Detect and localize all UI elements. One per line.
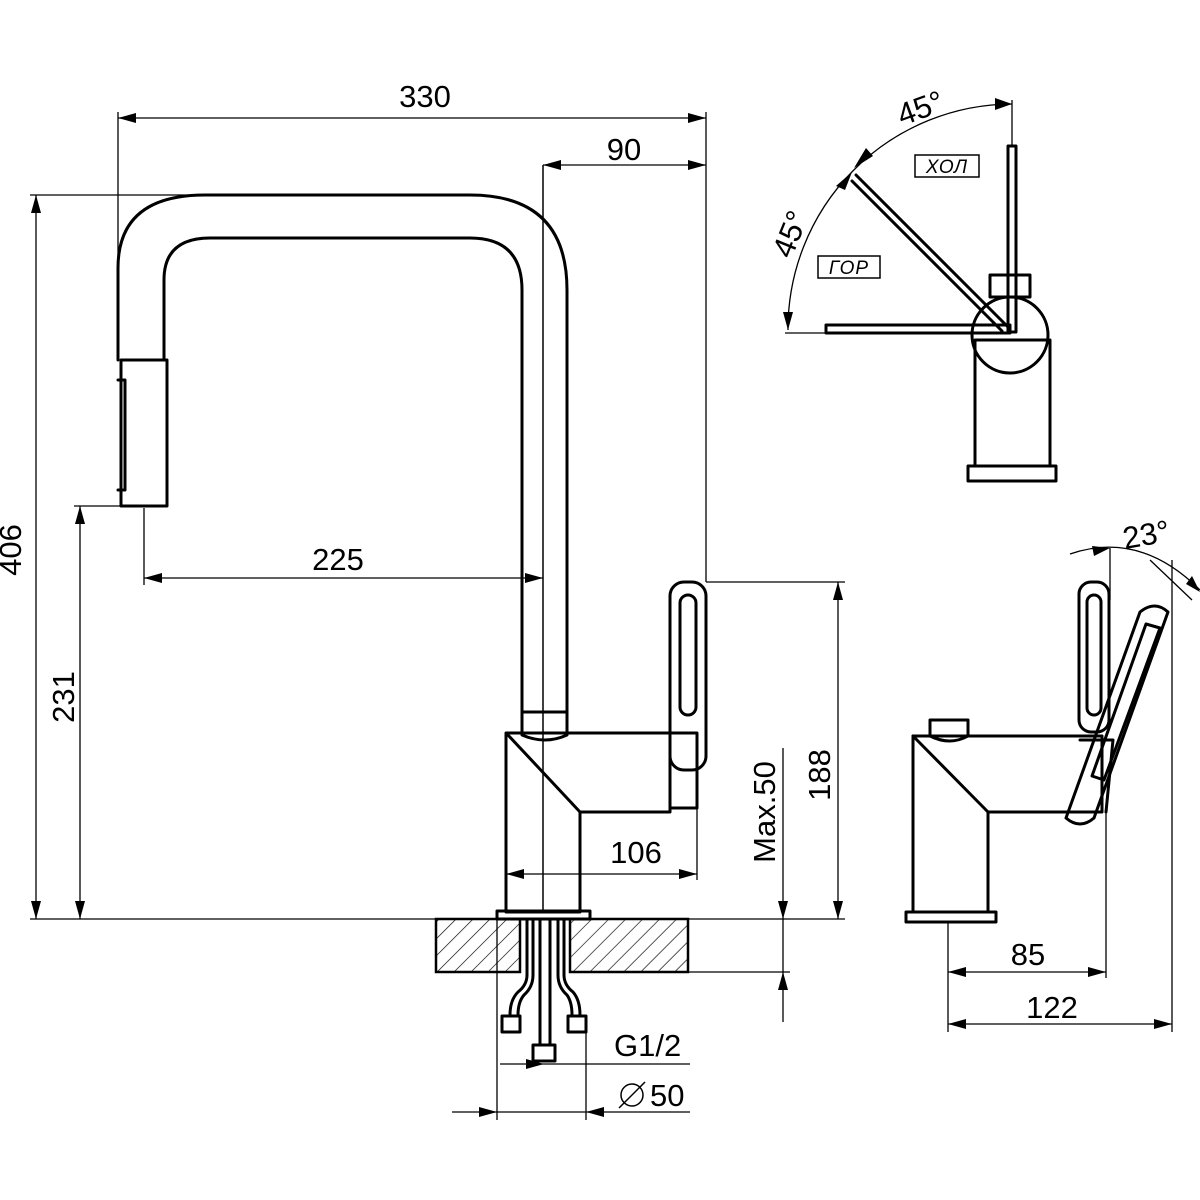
fitting-center bbox=[531, 1043, 557, 1063]
hose-right-b bbox=[562, 917, 582, 1017]
dim-max50: Max.50 bbox=[747, 761, 782, 863]
dim-231: 231 bbox=[46, 671, 81, 723]
angle-hot-45: 45° bbox=[765, 206, 815, 263]
hose-right bbox=[556, 917, 574, 1017]
countertop-right bbox=[568, 917, 690, 974]
spout-inner bbox=[162, 236, 524, 714]
spout-outer bbox=[116, 193, 569, 714]
top-view-lever-cold bbox=[1006, 144, 1018, 334]
dim-406: 406 bbox=[0, 524, 28, 576]
spout-collar bbox=[520, 710, 569, 742]
dim-d50: 50 bbox=[650, 1078, 684, 1113]
dim-330: 330 bbox=[399, 79, 451, 114]
side-lever-tilted bbox=[1064, 604, 1170, 826]
label-cold: ХОЛ bbox=[925, 157, 968, 178]
top-view: 45° 45° ХОЛ ГОР bbox=[765, 84, 1058, 483]
lever-handle bbox=[668, 580, 708, 772]
dim-90: 90 bbox=[607, 132, 641, 167]
side-body bbox=[911, 734, 1104, 914]
lever-slot bbox=[678, 593, 698, 717]
side-body-diagonal bbox=[911, 734, 990, 814]
label-hot-box bbox=[817, 255, 881, 279]
dim-188: 188 bbox=[802, 749, 837, 801]
label-cold-box bbox=[914, 154, 980, 178]
base-plate bbox=[495, 909, 592, 921]
angle-tilt-23: 23° bbox=[1120, 513, 1172, 556]
top-view-base bbox=[966, 464, 1058, 483]
top-view-cartridge bbox=[970, 295, 1050, 375]
hose-left bbox=[508, 917, 529, 1017]
angle-cold-45: 45° bbox=[892, 84, 948, 133]
dim-106: 106 bbox=[610, 835, 662, 870]
angle-arc bbox=[787, 103, 1013, 331]
top-view-body bbox=[973, 338, 1052, 468]
side-lever-upright bbox=[1077, 580, 1111, 734]
front-dimensions: 330 90 406 231 225 188 bbox=[0, 79, 845, 1120]
pullout-head bbox=[119, 358, 169, 508]
side-lever-cap bbox=[1078, 738, 1115, 814]
dim-g12: G1/2 bbox=[614, 1028, 681, 1063]
fitting-left bbox=[500, 1014, 522, 1034]
body-diagonal bbox=[506, 733, 582, 814]
dim-225: 225 bbox=[312, 542, 364, 577]
side-lever-slot bbox=[1085, 593, 1103, 717]
top-view-lever-block bbox=[988, 273, 1032, 299]
side-base bbox=[904, 910, 998, 924]
side-lever-tilted-slot bbox=[1090, 622, 1162, 782]
pullout-head-grip bbox=[116, 378, 127, 492]
side-cap bbox=[928, 718, 970, 743]
front-view bbox=[116, 165, 708, 1063]
hose-center bbox=[538, 917, 552, 1047]
hose-left-b bbox=[516, 917, 535, 1017]
top-view-lever-diag bbox=[850, 173, 1010, 333]
dim-122: 122 bbox=[1026, 990, 1078, 1025]
top-view-lever-hot bbox=[824, 323, 1012, 335]
side-view: 23° 85 122 bbox=[904, 513, 1200, 1032]
fitting-right bbox=[566, 1014, 588, 1034]
countertop-left bbox=[434, 917, 522, 974]
dim-85: 85 bbox=[1011, 937, 1045, 972]
label-hot: ГОР bbox=[829, 258, 869, 279]
